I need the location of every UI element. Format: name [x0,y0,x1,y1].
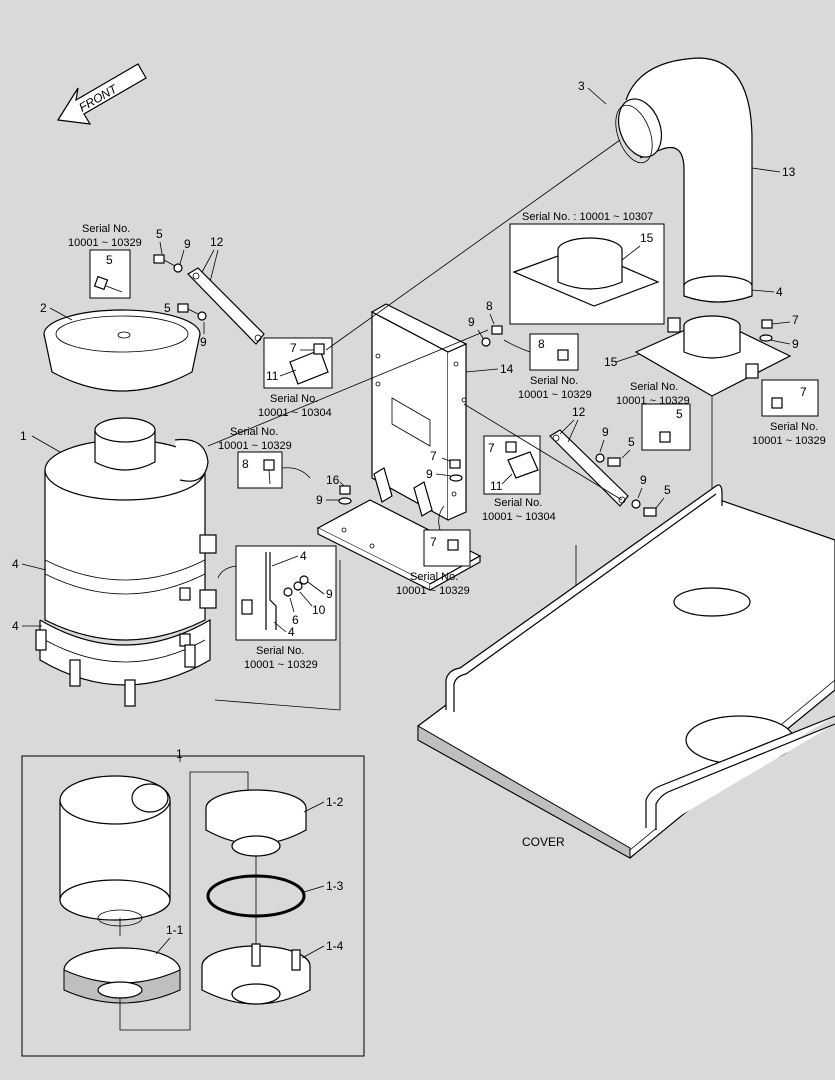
serial-6-line2: 10001 ~ 10329 [518,389,592,401]
part-number-5a: 5 [106,253,113,267]
serial-10-line2: 10001 ~ 10329 [752,435,826,447]
part-number-4e: 4 [776,285,783,299]
part-number-8a: 8 [242,457,249,471]
part-number-4c: 4 [300,549,307,563]
part-number-9a: 9 [184,237,191,251]
part-number-5e: 5 [664,483,671,497]
part-number-9b: 9 [200,335,207,349]
serial-8-line1: Serial No. [410,571,458,583]
part-number-5d: 5 [628,435,635,449]
part-number-2: 2 [40,301,47,315]
part-number-9f: 9 [316,493,323,507]
part-number-15b: 15 [604,355,618,369]
part-number-15a: 15 [640,231,654,245]
serial-2-line1: Serial No. : 10001 ~ 10307 [522,211,653,223]
part-number-4a: 4 [12,557,19,571]
serial-8-box [423,529,471,567]
part-number-7a: 7 [290,341,297,355]
part-number-11a: 11 [266,369,279,383]
part-number-9h: 9 [640,473,647,487]
serial-7-line1: Serial No. [494,497,542,509]
front-label: FRONT [77,81,121,115]
front-arrow: FRONT [56,63,147,125]
cover-label: COVER [522,835,565,849]
air-cleaner-detail-box [21,755,365,1057]
serial-10-box [761,379,819,417]
part-number-7f: 7 [800,385,807,399]
part-number-1-3: 1-3 [326,879,344,893]
part-number-9c: 9 [326,587,333,601]
serial-1-line2: 10001 ~ 10329 [68,237,142,249]
part-number-4d: 4 [288,625,295,639]
part-number-7b: 7 [430,449,437,463]
serial-6-box [529,333,579,371]
part-number-8c: 8 [538,337,545,351]
part-number-1-4: 1-4 [326,939,344,953]
serial-8-line2: 10001 ~ 10329 [396,585,470,597]
part-number-5c: 5 [164,301,171,315]
serial-3-line1: Serial No. [270,393,318,405]
part-number-12b: 12 [572,405,586,419]
part-number-12a: 12 [210,235,224,249]
serial-6-line1: Serial No. [530,375,578,387]
serial-3-line2: 10001 ~ 10304 [258,407,332,419]
serial-9-line2: 10001 ~ 10329 [616,395,690,407]
intake-elbow-13 [617,57,753,303]
serial-5-line1: Serial No. [256,645,304,657]
air-cleaner-assembly [35,309,217,707]
part-number-16: 16 [326,473,340,487]
part-number-13: 13 [782,165,796,179]
part-number-1-detail: 1 [176,747,183,761]
serial-1-line1: Serial No. [82,223,130,235]
cover-panel [417,484,835,859]
serial-5-line2: 10001 ~ 10329 [244,659,318,671]
part-number-9e: 9 [426,467,433,481]
part-number-1-2: 1-2 [326,795,344,809]
part-number-9i: 9 [792,337,799,351]
part-number-8b: 8 [486,299,493,313]
serial-4-box [237,451,283,489]
part-number-9d: 9 [468,315,475,329]
part-number-3: 3 [578,79,585,93]
serial-4-line2: 10001 ~ 10329 [218,440,292,452]
part-number-9g: 9 [602,425,609,439]
serial-4-line1: Serial No. [230,426,278,438]
serial-9-line1: Serial No. [630,381,678,393]
adapter-plate-15 [634,315,792,397]
part-number-6: 6 [292,613,299,627]
part-number-1-1: 1-1 [166,923,184,937]
part-number-7d: 7 [488,441,495,455]
part-number-11b: 11 [490,479,503,493]
part-number-14: 14 [500,362,514,376]
part-number-7c: 7 [430,535,437,549]
part-number-1: 1 [20,429,27,443]
part-number-7e: 7 [792,313,799,327]
serial-1-box [89,249,131,299]
serial-10-line1: Serial No. [770,421,818,433]
serial-9-box [641,403,691,451]
part-number-5f: 5 [676,407,683,421]
part-number-5b: 5 [156,227,163,241]
part-number-4b: 4 [12,619,19,633]
mounting-bracket-14 [316,303,482,591]
part-number-10: 10 [312,603,326,617]
serial-7-line2: 10001 ~ 10304 [482,511,556,523]
